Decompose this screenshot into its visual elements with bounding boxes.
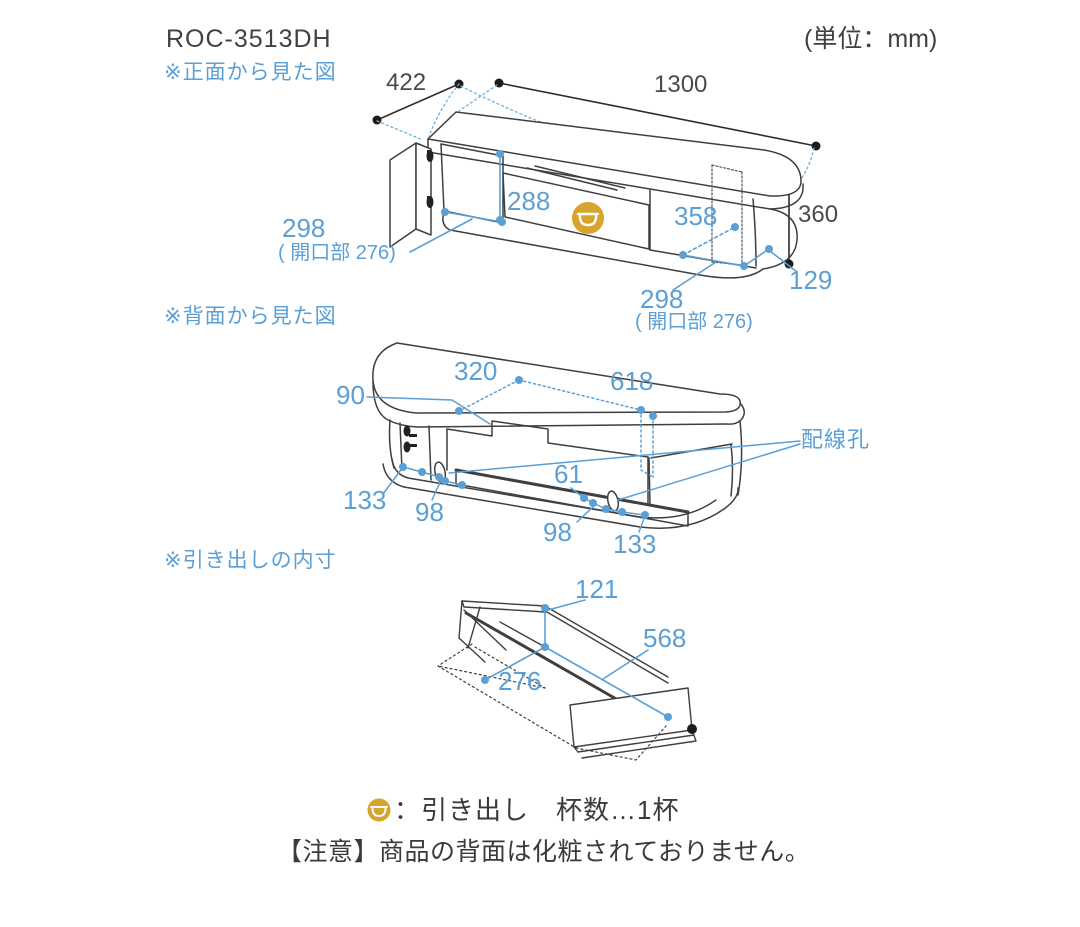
rear-view-drawing	[366, 342, 801, 533]
dim-rear-right-margin: 133	[613, 529, 657, 559]
dim-front-base-height: 129	[789, 265, 833, 295]
dim-rear-open-width: 618	[610, 366, 654, 396]
wiring-holes-label: 配線孔	[801, 427, 871, 452]
dim-rear-left-margin: 133	[343, 485, 387, 515]
dim-rear-center-gap: 61	[554, 459, 583, 489]
drawer-dimension-lines	[484, 599, 669, 718]
legend-drawer-note: ：引き出し 杯数…1杯	[394, 795, 680, 825]
dim-front-right-width: 358	[674, 201, 718, 231]
front-dotted-guides	[376, 83, 815, 180]
drawer-view-heading: ※引き出しの内寸	[164, 549, 337, 572]
dim-rear-notch-width: 320	[454, 356, 498, 386]
drawer-badge-icon	[572, 202, 604, 234]
front-view-heading: ※正面から見た図	[164, 61, 337, 84]
dim-front-left-opening: ( 開口部 276)	[278, 242, 396, 264]
dim-drawer-width: 568	[643, 623, 687, 653]
front-inner-dimension-dots	[441, 150, 773, 270]
rear-view-heading: ※背面から見た図	[164, 305, 337, 328]
drawer-knob	[687, 724, 697, 734]
dim-rear-top-clearance: 90	[336, 380, 365, 410]
dim-rear-left-offset: 98	[415, 497, 444, 527]
dim-front-left-depth: 298	[282, 213, 326, 243]
rear-hinges	[403, 425, 417, 453]
dim-front-width: 1300	[654, 71, 708, 98]
drawer-drawing	[437, 599, 697, 761]
rear-dimension-dots	[399, 376, 657, 519]
caution-note: 【注意】商品の背面は化粧されておりません。	[277, 838, 811, 866]
front-view-drawing	[372, 78, 821, 291]
dim-drawer-height: 121	[575, 574, 619, 604]
dim-drawer-depth: 276	[498, 666, 542, 696]
legend-drawer-badge-icon	[367, 798, 391, 822]
unit-note: (単位：mm)	[804, 25, 938, 53]
dim-front-inner-height: 288	[507, 186, 551, 216]
drawer-dimension-dots	[481, 604, 672, 721]
dim-rear-right-offset: 98	[543, 517, 572, 547]
dim-front-depth: 422	[386, 69, 427, 96]
dim-front-height: 360	[798, 201, 839, 228]
door-hinges	[426, 150, 434, 208]
dim-front-right-opening: ( 開口部 276)	[635, 311, 753, 333]
dim-front-right-depth: 298	[640, 284, 684, 314]
model-number: ROC-3513DH	[166, 25, 332, 53]
front-inner-dimension-lines	[409, 153, 798, 291]
